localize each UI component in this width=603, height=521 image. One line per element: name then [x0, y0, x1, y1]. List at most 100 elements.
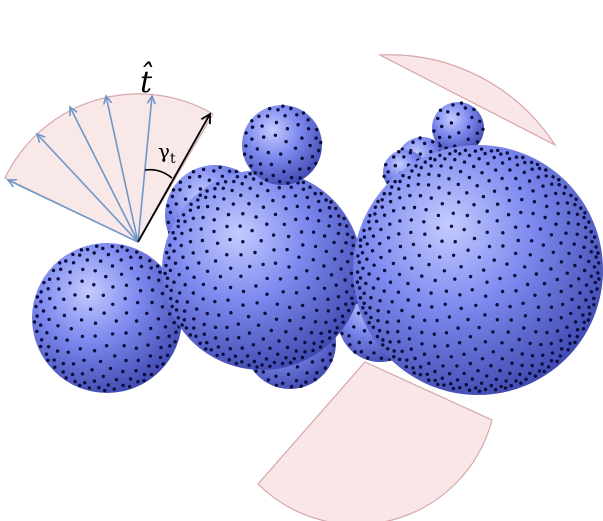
surface-point: [534, 272, 539, 276]
surface-point: [567, 211, 571, 215]
surface-point: [315, 371, 319, 375]
surface-point: [92, 251, 96, 255]
surface-point: [345, 290, 349, 294]
surface-point: [293, 337, 298, 341]
surface-point: [248, 172, 252, 176]
surface-point: [433, 158, 437, 162]
surface-point: [523, 160, 527, 165]
surface-point: [171, 231, 175, 235]
surface-point: [286, 181, 290, 185]
surface-point: [327, 224, 331, 228]
surface-point: [149, 326, 153, 331]
surface-point: [285, 247, 289, 252]
surface-point: [350, 296, 354, 300]
surface-point: [332, 240, 336, 245]
surface-point: [168, 243, 172, 247]
surface-point: [240, 360, 244, 364]
surface-point: [124, 331, 128, 335]
surface-point: [189, 202, 193, 206]
surface-point: [587, 220, 591, 224]
surface-point: [589, 290, 594, 294]
surface-point: [352, 325, 356, 329]
surface-point: [418, 194, 423, 198]
surface-point: [254, 369, 258, 373]
surface-point: [191, 170, 196, 174]
surface-point: [360, 251, 365, 255]
surface-point: [404, 365, 409, 369]
surface-point: [448, 152, 452, 156]
surface-point: [194, 334, 198, 338]
surface-point: [265, 276, 269, 281]
surface-point: [366, 356, 370, 360]
surface-point: [230, 188, 234, 193]
surface-point: [477, 157, 481, 161]
surface-point: [545, 204, 549, 209]
surface-point: [494, 377, 498, 382]
surface-point: [542, 281, 547, 286]
surface-point: [521, 155, 525, 160]
surface-point: [282, 195, 286, 199]
surface-point: [205, 204, 210, 209]
surface-point: [51, 268, 56, 273]
surface-point: [334, 283, 338, 287]
surface-point: [420, 274, 424, 278]
ray-5: [137, 96, 152, 243]
surface-point: [508, 304, 512, 309]
surface-point: [286, 372, 291, 377]
ray-2: [37, 134, 139, 243]
surface-point: [555, 329, 560, 333]
surface-point: [62, 297, 66, 301]
surface-point: [268, 107, 272, 111]
surface-point: [173, 236, 177, 241]
surface-point: [46, 287, 50, 291]
surface-point: [470, 115, 474, 120]
surface-point: [406, 281, 410, 286]
surface-point: [577, 277, 581, 281]
surface-point: [99, 259, 103, 263]
surface-point: [495, 318, 499, 322]
surface-point: [429, 291, 433, 295]
surface-point: [409, 347, 413, 351]
surface-point: [322, 234, 327, 238]
surface-point: [584, 283, 589, 287]
surface-point: [273, 212, 278, 217]
surface-point: [507, 157, 512, 161]
surface-point: [264, 357, 269, 361]
surface-point: [482, 268, 486, 272]
surface-point: [534, 330, 538, 334]
surface-point: [597, 261, 601, 265]
surface-point: [445, 344, 450, 348]
surface-point: [82, 358, 86, 362]
surface-point: [216, 207, 220, 211]
sphere-left-body: [32, 243, 182, 393]
surface-point: [323, 366, 327, 370]
surface-point: [252, 359, 257, 364]
surface-point: [263, 311, 267, 315]
surface-point: [169, 296, 173, 301]
surface-point: [535, 162, 540, 167]
surface-point: [480, 171, 484, 175]
surface-point: [324, 320, 328, 325]
surface-point: [453, 149, 458, 153]
surface-point: [575, 334, 579, 339]
surface-point: [505, 186, 509, 191]
surface-point: [237, 336, 241, 340]
surface-point: [586, 318, 591, 322]
surface-point: [68, 281, 72, 285]
surface-point: [212, 195, 217, 199]
surface-point: [568, 341, 572, 346]
surface-point: [257, 351, 261, 355]
surface-point: [549, 233, 554, 237]
surface-point: [250, 125, 255, 129]
surface-point: [303, 340, 307, 345]
sphere-right-large: [353, 145, 603, 395]
surface-point: [382, 192, 386, 196]
surface-point: [595, 287, 599, 291]
surface-point: [64, 376, 68, 380]
surface-point: [380, 205, 384, 209]
surface-point: [142, 372, 147, 377]
surface-point: [178, 291, 182, 295]
surface-point: [428, 244, 432, 248]
surface-point: [375, 334, 380, 339]
surface-point: [35, 329, 39, 334]
